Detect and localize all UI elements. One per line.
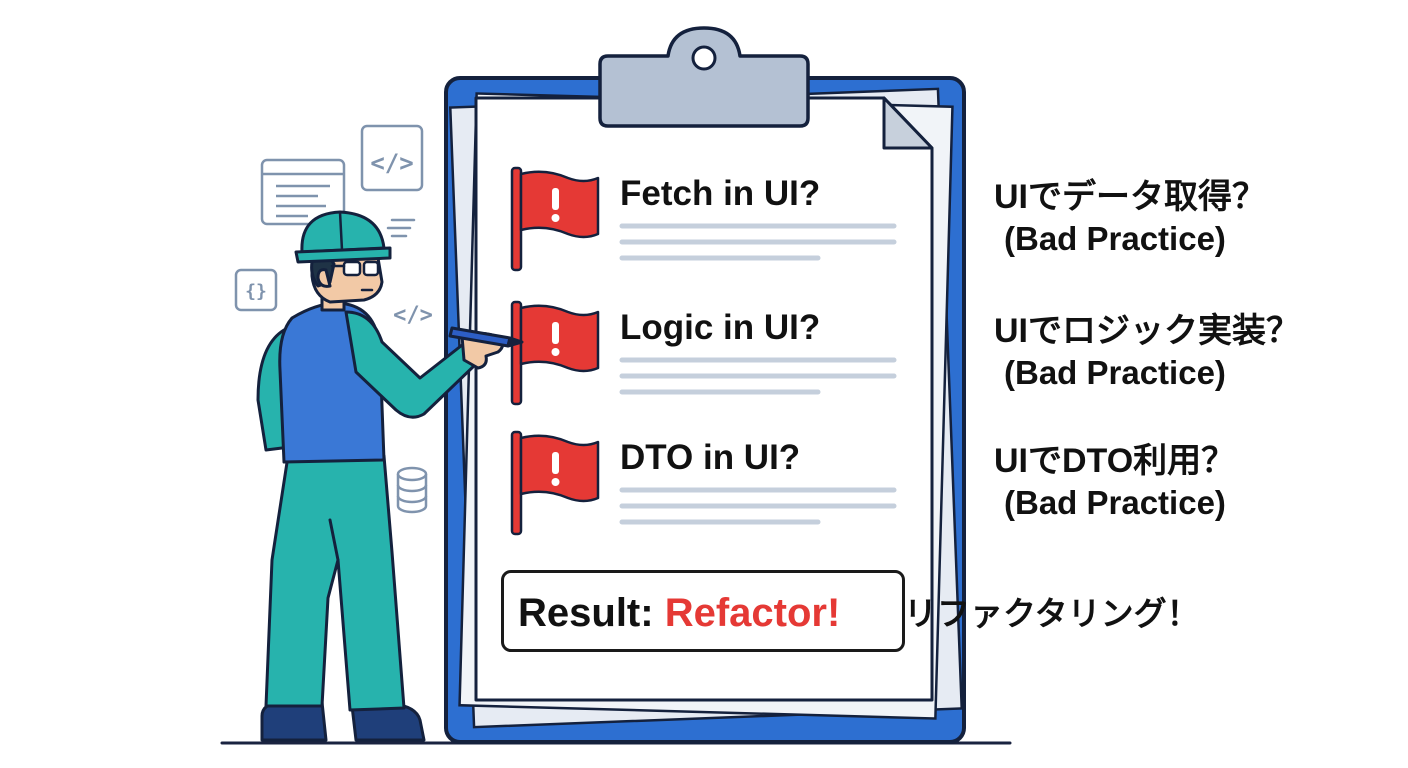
annotation-jp-fetch: UIでデータ取得？ xyxy=(994,178,1266,216)
checklist-item-label-logic: Logic in UI? xyxy=(620,308,821,347)
placeholder-text-lines xyxy=(619,223,897,261)
database-icon xyxy=(396,466,428,514)
flag-icon xyxy=(510,430,600,536)
checklist-item-label-dto: DTO in UI? xyxy=(620,438,801,477)
annotation-jp-dto: UIでDTO利用？ xyxy=(994,442,1236,480)
svg-text:</>: </> xyxy=(370,149,413,177)
result-value: Refactor! xyxy=(664,591,841,635)
result-jp-label: リファクタリング！ xyxy=(904,595,1200,632)
placeholder-text-lines xyxy=(619,357,897,395)
flag-icon xyxy=(510,300,600,406)
code-window-icon xyxy=(260,158,346,226)
dash-lines-icon xyxy=(386,218,416,238)
checklist-flags xyxy=(510,166,600,536)
annotation-note-logic: (Bad Practice) xyxy=(1004,354,1226,391)
result-prefix: Result: xyxy=(518,591,665,635)
code-tag-icon: </> xyxy=(360,124,424,192)
code-tag-small-icon: </> xyxy=(393,303,433,328)
annotation-note-fetch: (Bad Practice) xyxy=(1004,220,1226,257)
checklist-item-label-fetch: Fetch in UI? xyxy=(620,174,821,213)
curly-braces-icon: {} xyxy=(234,268,278,312)
result-box xyxy=(501,570,905,652)
marker-pen-icon xyxy=(448,326,524,348)
annotation-note-dto: (Bad Practice) xyxy=(1004,484,1226,521)
placeholder-text-lines xyxy=(619,487,897,525)
flag-icon xyxy=(510,166,600,272)
annotation-jp-logic: UIでロジック実装？ xyxy=(994,312,1300,350)
checklist-placeholder-lines xyxy=(619,223,897,525)
engineer-illustration xyxy=(256,210,524,742)
svg-text:{}: {} xyxy=(245,281,267,302)
result-text: Result: Refactor! xyxy=(518,593,840,633)
